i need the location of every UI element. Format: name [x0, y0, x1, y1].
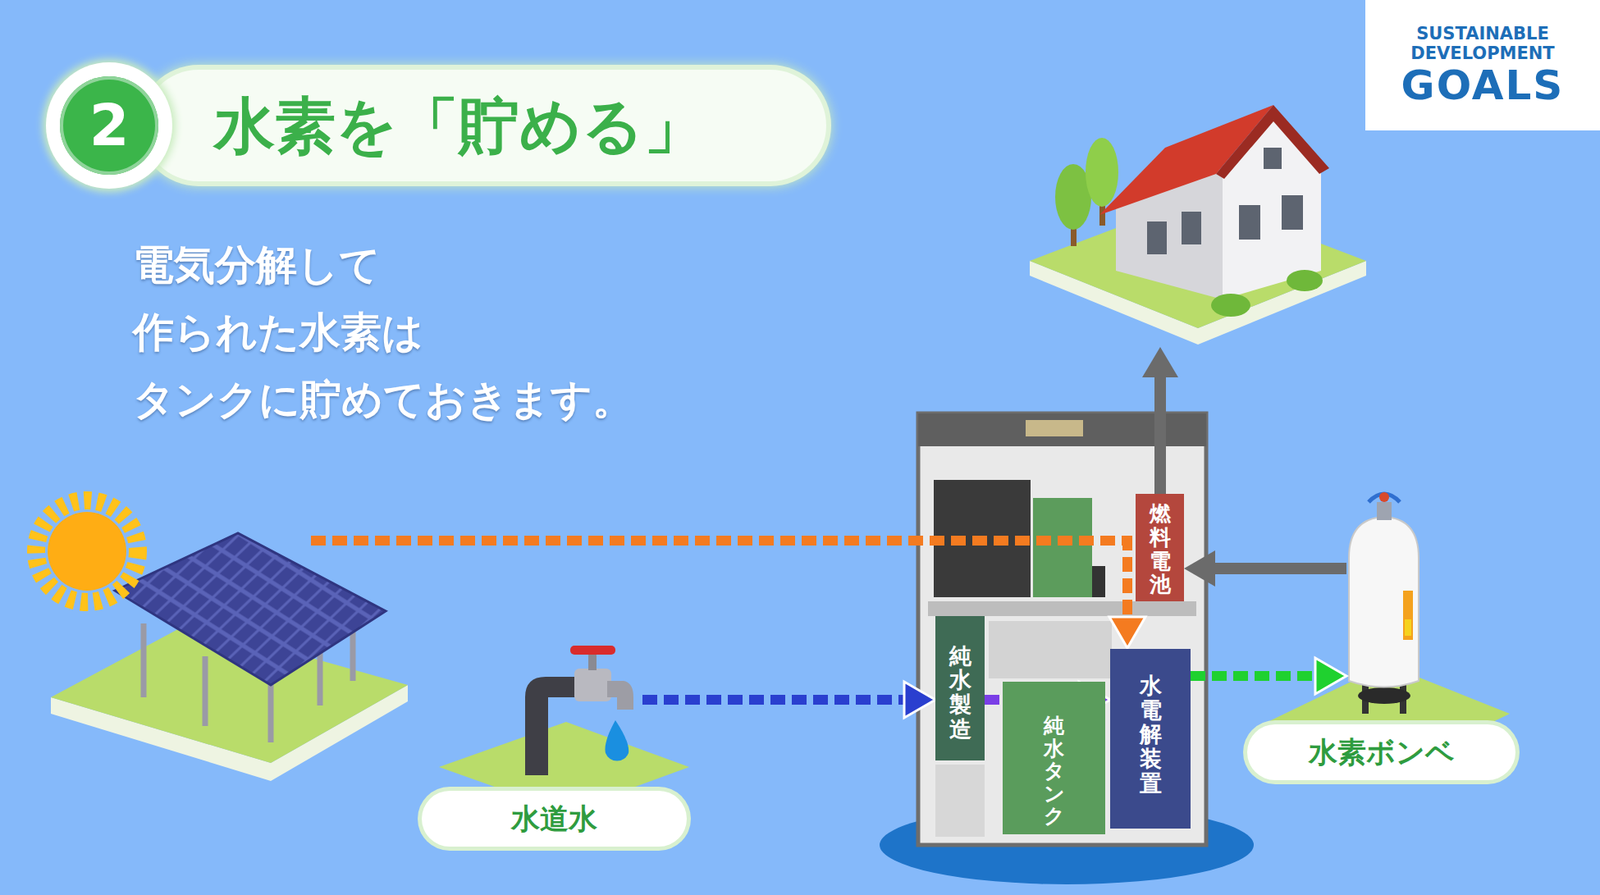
arrowhead	[1184, 550, 1216, 587]
leg	[141, 623, 147, 698]
box-label: 純水タンク	[1043, 714, 1065, 828]
flow-arrow	[642, 681, 936, 718]
valve-knob	[1379, 492, 1390, 503]
bush	[1286, 269, 1323, 292]
window	[1238, 205, 1261, 240]
cylinder-band	[1403, 590, 1413, 640]
flow-line	[642, 694, 906, 705]
sun	[47, 512, 127, 591]
box-label: 純水製造	[949, 644, 972, 742]
faucet-body	[574, 668, 612, 702]
roof-edge	[1216, 105, 1330, 179]
window	[1281, 195, 1303, 230]
flow-arrow	[1184, 550, 1347, 587]
labelled-object: 水道水	[508, 648, 643, 772]
tree	[1085, 137, 1119, 207]
logo-text: SUSTAINABLE	[1416, 23, 1550, 44]
shelf	[928, 601, 1197, 617]
box-label: 水電解装置	[1139, 673, 1162, 796]
leg	[268, 681, 275, 743]
vent	[1025, 420, 1084, 437]
power-line	[1122, 535, 1133, 618]
unit	[988, 621, 1112, 679]
stand	[1357, 687, 1411, 704]
flow-line	[1213, 562, 1347, 575]
title-banner: 水素を「貯める」	[142, 69, 827, 182]
box-label: 燃料電池	[1149, 502, 1171, 596]
unit	[935, 764, 985, 837]
labelled-object: 水素ボンベ	[1346, 492, 1421, 706]
equipment-box: 水電解装置	[1110, 649, 1191, 829]
arrowhead	[904, 681, 936, 718]
logo-text: DEVELOPMENT	[1410, 43, 1555, 64]
flow-arrow	[1190, 658, 1347, 695]
sdg-logo: SUSTAINABLE DEVELOPMENT GOALS	[1365, 0, 1600, 131]
logo-text: GOALS	[1401, 63, 1565, 108]
spout	[607, 681, 634, 710]
hydrogen-cylinder	[1348, 492, 1419, 714]
arrowhead	[1315, 658, 1347, 695]
window	[1263, 147, 1282, 170]
equipment-box: 純水タンク	[1002, 681, 1106, 835]
solar-panel	[114, 533, 386, 686]
valve	[1376, 502, 1392, 521]
window	[1181, 211, 1202, 245]
callout-circle: 2	[59, 76, 159, 175]
unit	[1092, 566, 1106, 598]
handle	[570, 645, 616, 655]
equipment-box: 燃料電池	[1135, 493, 1184, 602]
leg	[202, 656, 209, 727]
arrowhead	[1109, 617, 1146, 649]
bush	[1211, 293, 1251, 317]
power-arrow	[1154, 375, 1166, 494]
pipe	[525, 676, 579, 776]
cylinder-body	[1348, 516, 1419, 688]
arrowhead	[1142, 347, 1179, 378]
caption: 電気分解して 作られた水素は タンクに貯めておきます。	[132, 231, 659, 434]
window	[1147, 221, 1167, 255]
power-line	[310, 535, 1128, 546]
callout-badge: 2	[45, 62, 173, 189]
flow-line	[1190, 671, 1317, 682]
unit	[1033, 498, 1093, 598]
sun-rays	[36, 500, 138, 603]
title: 水素を「貯める」	[214, 87, 705, 164]
object-label: 水道水	[421, 790, 687, 847]
cylinder-band	[1404, 619, 1412, 636]
valve-stem	[588, 652, 597, 671]
water-drop	[605, 720, 630, 762]
equipment-box: 純水製造	[935, 616, 985, 761]
callout-number: 2	[89, 91, 130, 160]
roof	[1099, 105, 1274, 215]
object-label: 水素ボンベ	[1247, 724, 1516, 781]
